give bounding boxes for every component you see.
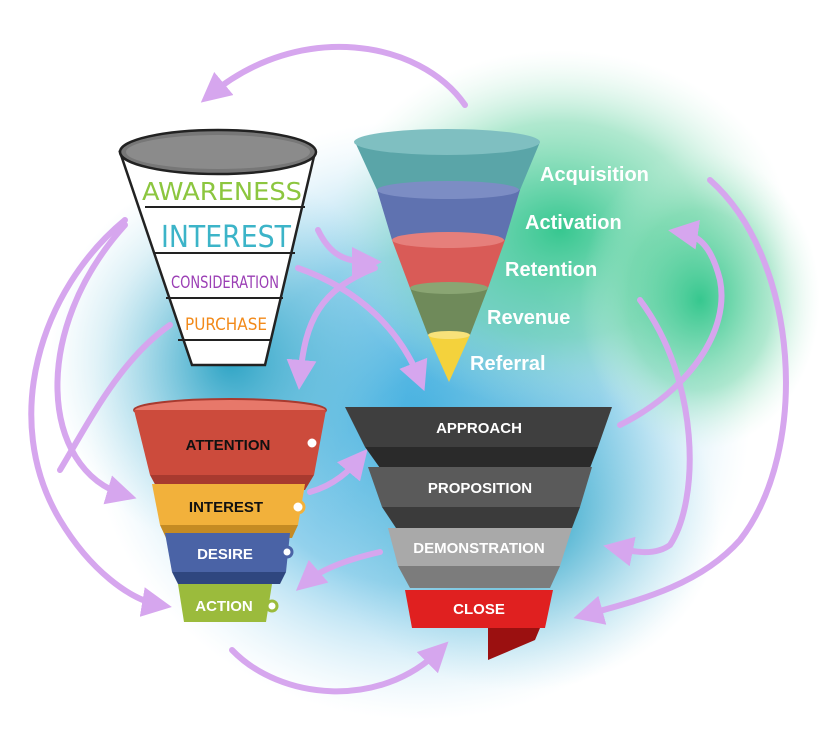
- flow-arrows: [28, 43, 789, 695]
- arrow-action-to-close: [229, 641, 449, 695]
- arrow-left-inner: [54, 222, 137, 505]
- arrow-demo-to-desire: [295, 549, 383, 591]
- arrow-right-outer: [573, 177, 789, 625]
- sketch-stage-consideration: CONSIDERATION: [171, 273, 279, 293]
- aida-stage-desire: DESIRE: [197, 546, 253, 563]
- pirate-stage-retention: Retention: [505, 259, 597, 281]
- arrow-pirate-to-aida: [286, 265, 378, 390]
- aida-stage-attention: ATTENTION: [186, 437, 271, 454]
- sketch-stage-awareness: AWARENESS: [142, 177, 302, 206]
- sales-stage-approach: APPROACH: [436, 420, 522, 437]
- pirate-stage-revenue: Revenue: [487, 307, 570, 329]
- arrow-sketch-to-pirate: [315, 227, 382, 277]
- sales-stage-proposition: PROPOSITION: [428, 480, 532, 497]
- aida-stage-interest: INTEREST: [189, 499, 263, 516]
- aida-stage-action: ACTION: [195, 598, 253, 615]
- pirate-stage-activation: Activation: [525, 212, 622, 234]
- arrow-purchase-down: [57, 322, 173, 473]
- sales-stage-demonstration: DEMONSTRATION: [413, 540, 544, 557]
- sales-stage-close: CLOSE: [453, 601, 505, 618]
- pirate-funnel-rim: [354, 129, 540, 155]
- aida-funnel: ATTENTION INTEREST DESIRE ACTION: [133, 398, 327, 622]
- arrow-sketch-to-approach: [295, 265, 428, 392]
- pirate-stage-referral: Referral: [470, 353, 546, 375]
- arrow-retention-to-demo: [603, 297, 693, 567]
- arrow-approach-to-activation: [617, 219, 725, 428]
- pirate-funnel: Acquisition Activation Retention Revenue…: [354, 129, 649, 382]
- arrow-top-loop: [200, 43, 468, 108]
- sales-funnel: APPROACH PROPOSITION DEMONSTRATION CLOSE: [345, 407, 612, 660]
- sketch-stage-purchase: PURCHASE: [185, 315, 267, 335]
- sketch-stage-interest: INTEREST: [161, 220, 292, 255]
- arrow-interest-to-approach: [307, 448, 368, 495]
- arrow-left-outer: [28, 217, 172, 617]
- pirate-stage-acquisition: Acquisition: [540, 164, 649, 186]
- sketch-funnel: AWARENESS INTEREST CONSIDERATION PURCHAS…: [118, 128, 318, 367]
